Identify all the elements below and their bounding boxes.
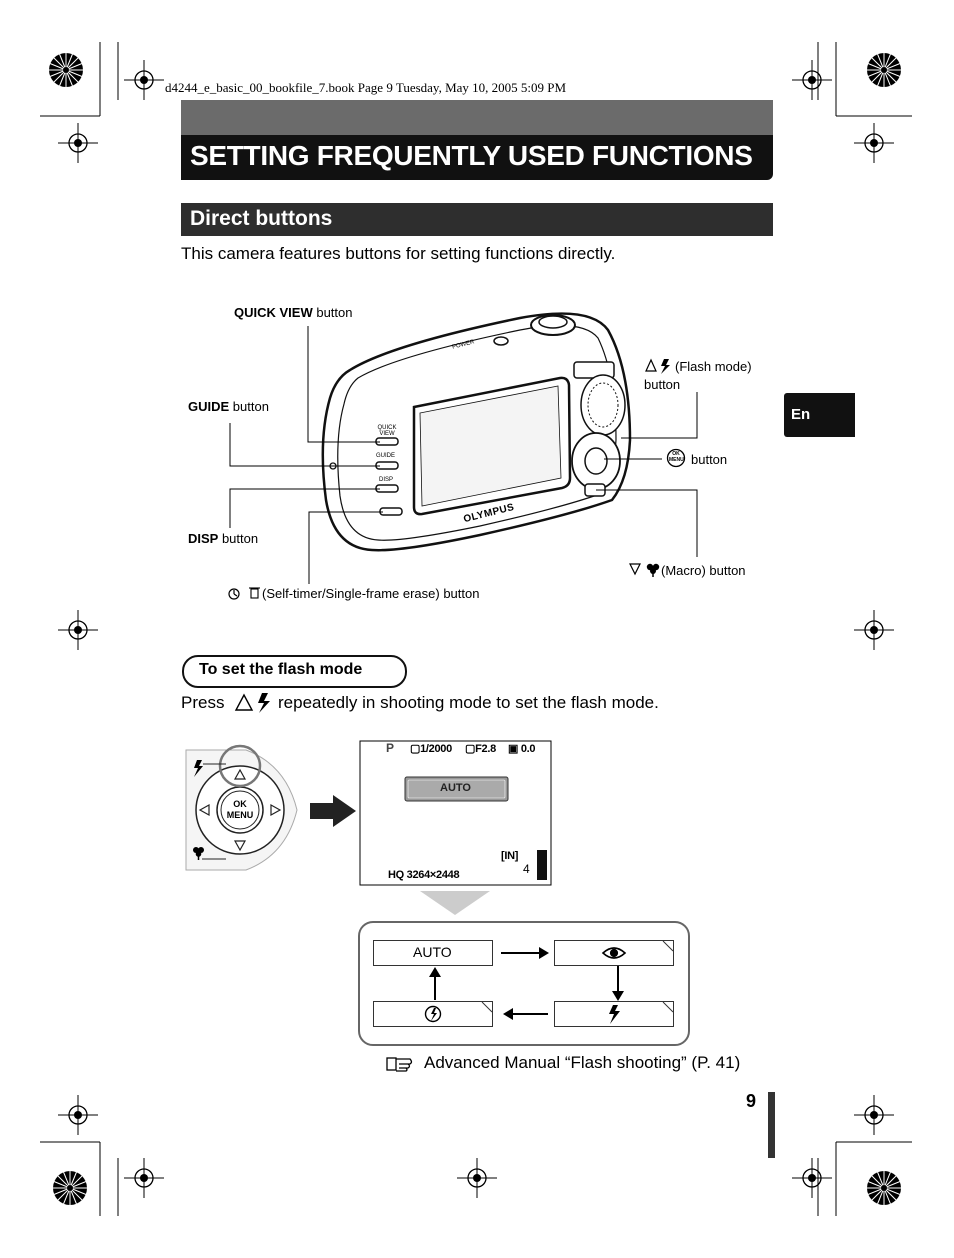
flow-off-box: [373, 1001, 493, 1027]
camera-quickview-label: QUICK VIEW: [377, 425, 397, 437]
lcd-memory: [IN]: [501, 850, 519, 862]
callout-disp: DISP button: [188, 531, 258, 546]
dial-menu-text: MENU: [226, 810, 254, 820]
ok-menu-icon-ok: OK: [672, 451, 680, 457]
callout-self-timer: (Self-timer/Single-frame erase) button: [227, 586, 479, 601]
flow-auto-box: AUTO: [373, 940, 493, 966]
ok-menu-icon-menu: MENU: [669, 457, 684, 463]
erase-trash-icon: [249, 587, 260, 599]
dial-macro-icon: [193, 847, 204, 860]
reference-pointer-icon: [386, 1057, 413, 1072]
subsection-title: To set the flash mode: [199, 661, 363, 678]
registration-crosshair-icon: [853, 1094, 895, 1136]
callout-quick-view: QUICK VIEW button: [234, 305, 353, 320]
flash-off-icon: [424, 1005, 442, 1023]
lcd-screen: [359, 740, 552, 886]
page-number: 9: [746, 1091, 757, 1111]
arrow-pad-diagram: [185, 744, 298, 871]
camera-disp-label: DISP: [379, 477, 394, 483]
registration-crosshair-icon: [791, 59, 833, 101]
registration-crosshair-icon: [123, 59, 165, 101]
lcd-quality: HQ 3264×2448: [388, 869, 460, 881]
lcd-remaining: 4: [523, 862, 530, 876]
flash-icon: [661, 359, 670, 374]
registration-crosshair-icon: [57, 122, 99, 164]
press-instruction: Press repeatedly in shooting mode to set …: [181, 693, 659, 713]
callout-quick-view-name: QUICK VIEW: [234, 305, 313, 320]
registration-sunburst-icon: [48, 52, 84, 88]
registration-crosshair-icon: [123, 1157, 165, 1199]
highlight-circle: [218, 744, 262, 788]
registration-sunburst-icon: [866, 1170, 902, 1206]
callout-guide-name: GUIDE: [188, 399, 230, 414]
language-tab: En: [784, 393, 855, 437]
flow-arrows: [429, 947, 624, 1020]
callout-leader-lines: [229, 326, 698, 584]
crop-marks: [40, 42, 912, 1216]
registration-crosshair-icon: [853, 122, 895, 164]
subsection-heading: To set the flash mode: [182, 655, 407, 688]
macro-flower-icon: [646, 563, 660, 577]
up-arrow-triangle-icon: [645, 358, 657, 372]
callout-guide-suffix: button: [229, 399, 269, 414]
lcd-flash-mode: AUTO: [440, 782, 471, 794]
lcd-mode: P: [386, 741, 394, 755]
registration-sunburst-icon: [866, 52, 902, 88]
dial-flash-icon: [194, 760, 203, 777]
press-flash-icon: [258, 693, 270, 713]
language-label: En: [791, 406, 811, 423]
red-eye-reduction-icon: [601, 947, 627, 959]
lcd-shutter-value: 1/2000: [420, 743, 452, 755]
flow-redeye-box: [554, 940, 674, 966]
down-arrow-triangle-icon: [629, 563, 641, 576]
title-top-band: [181, 100, 773, 135]
press-before: Press: [181, 693, 225, 712]
fill-in-flash-icon: [609, 1005, 620, 1024]
callout-macro: (Macro) button: [661, 563, 746, 578]
reference-link[interactable]: Advanced Manual “Flash shooting” (P. 41): [388, 1053, 740, 1073]
callout-self-timer-text: (Self-timer/Single-frame erase) button: [262, 586, 480, 601]
flow-auto-label: AUTO: [413, 944, 452, 960]
camera-illustration: [321, 312, 632, 552]
callout-flash-mode: (Flash mode): [675, 359, 752, 374]
self-timer-icon: [228, 588, 240, 600]
lcd-exposure: ▣ 0.0: [508, 743, 536, 755]
lcd-aperture-value: F2.8: [475, 743, 496, 755]
lcd-exposure-value: 0.0: [520, 743, 536, 755]
section-intro: This camera features buttons for setting…: [181, 244, 616, 263]
callout-quick-view-suffix: button: [312, 305, 353, 320]
callout-guide: GUIDE button: [188, 399, 269, 414]
callout-flash-button: button: [644, 377, 681, 392]
print-header: d4244_e_basic_00_bookfile_7.book Page 9 …: [165, 80, 567, 95]
callout-ok-button: button: [691, 452, 728, 467]
press-up-triangle-icon: [234, 693, 254, 711]
reference-text: Advanced Manual “Flash shooting” (P. 41): [424, 1053, 741, 1072]
registration-crosshair-icon: [57, 1094, 99, 1136]
callout-disp-name: DISP: [188, 531, 219, 546]
page-title: SETTING FREQUENTLY USED FUNCTIONS: [190, 140, 753, 171]
dial-ok-text: OK: [233, 799, 247, 809]
flow-fill-box: [554, 1001, 674, 1027]
camera-guide-label: GUIDE: [376, 453, 396, 459]
ok-menu-icon: [666, 448, 686, 468]
section-title: Direct buttons: [190, 207, 333, 230]
down-arrow-icon: [420, 891, 490, 915]
press-after: repeatedly in shooting mode to set the f…: [278, 693, 659, 712]
registration-crosshair-icon: [791, 1157, 833, 1199]
registration-sunburst-icon: [52, 1170, 88, 1206]
registration-crosshair-icon: [57, 609, 99, 651]
lcd-shutter: ▢1/2000: [410, 743, 452, 755]
transition-arrow-icon: [310, 795, 356, 827]
callout-disp-suffix: button: [218, 531, 259, 546]
section-band: [181, 203, 773, 236]
page-number-bar: [768, 1092, 775, 1158]
registration-crosshair-icon: [456, 1157, 498, 1199]
title-band: [181, 135, 773, 180]
registration-crosshair-icon: [853, 609, 895, 651]
lcd-aperture: ▢F2.8: [465, 743, 496, 755]
